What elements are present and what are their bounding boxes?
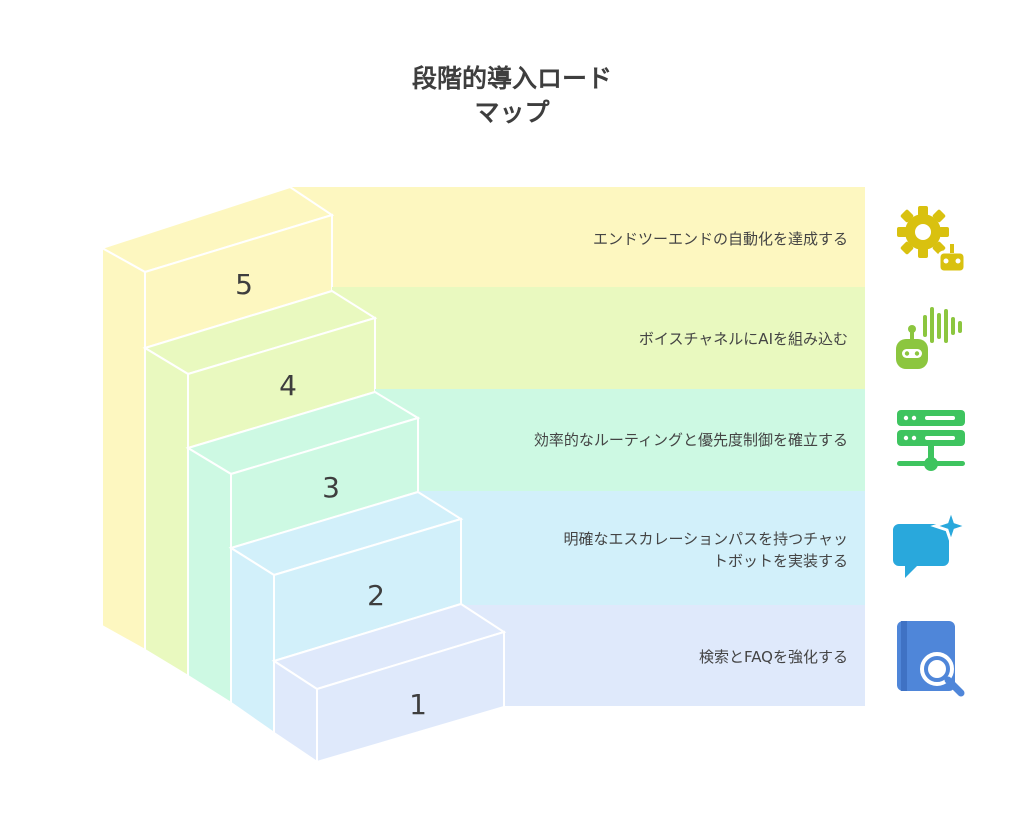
step-1-number: 1 bbox=[409, 688, 427, 721]
step-5-band bbox=[290, 187, 865, 287]
step-4-label: ボイスチャネルにAIを組み込む bbox=[639, 328, 848, 350]
voice-robot-icon bbox=[896, 307, 962, 369]
step-3-number: 3 bbox=[322, 471, 340, 504]
step-2-side-face bbox=[230, 546, 275, 735]
step-4-band bbox=[332, 287, 865, 389]
step-1: 1 bbox=[271, 602, 865, 764]
step-2-label: 明確なエスカレーションパスを持つチャッ トボットを実装する bbox=[563, 528, 848, 572]
step-1-label: 検索とFAQを強化する bbox=[699, 646, 848, 668]
step-2-label-line-1: 明確なエスカレーションパスを持つチャッ bbox=[563, 530, 848, 548]
step-3-side-face bbox=[187, 446, 232, 705]
step-2-band bbox=[418, 491, 865, 605]
step-2: 2 bbox=[228, 490, 865, 735]
search-document-icon bbox=[897, 621, 965, 697]
step-3-band bbox=[375, 389, 865, 491]
step-4-number: 4 bbox=[279, 369, 297, 402]
step-4-label-line-1: ボイスチャネルにAIを組み込む bbox=[638, 330, 848, 348]
step-5-label-line-1: エンドツーエンドの自動化を達成する bbox=[592, 230, 848, 248]
chat-sparkle-icon bbox=[893, 508, 969, 578]
step-3: 3 bbox=[185, 389, 865, 705]
page-title: 段階的導入ロード マップ bbox=[312, 62, 712, 130]
step-5: 5 bbox=[99, 185, 865, 652]
step-1-side-face bbox=[273, 659, 318, 764]
step-3-label-line-1: 効率的なルーティングと優先度制御を確立する bbox=[533, 431, 848, 449]
step-1-label-line-1: 検索とFAQを強化する bbox=[698, 648, 848, 666]
step-1-band bbox=[461, 605, 865, 706]
step-5-label: エンドツーエンドの自動化を達成する bbox=[593, 228, 848, 250]
step-4-side-face bbox=[144, 346, 189, 678]
step-2-label-line-2: トボットを実装する bbox=[712, 552, 848, 570]
step-3-label: 効率的なルーティングと優先度制御を確立する bbox=[534, 429, 848, 451]
step-5-side-face bbox=[101, 246, 146, 652]
step-5-number: 5 bbox=[235, 268, 253, 301]
step-2-number: 2 bbox=[367, 579, 385, 612]
title-line-1: 段階的導入ロード bbox=[411, 64, 612, 93]
title-line-2: マップ bbox=[474, 98, 550, 127]
gear-robot-icon bbox=[897, 206, 967, 274]
server-network-icon bbox=[897, 410, 965, 471]
step-4: 4 bbox=[142, 287, 865, 678]
